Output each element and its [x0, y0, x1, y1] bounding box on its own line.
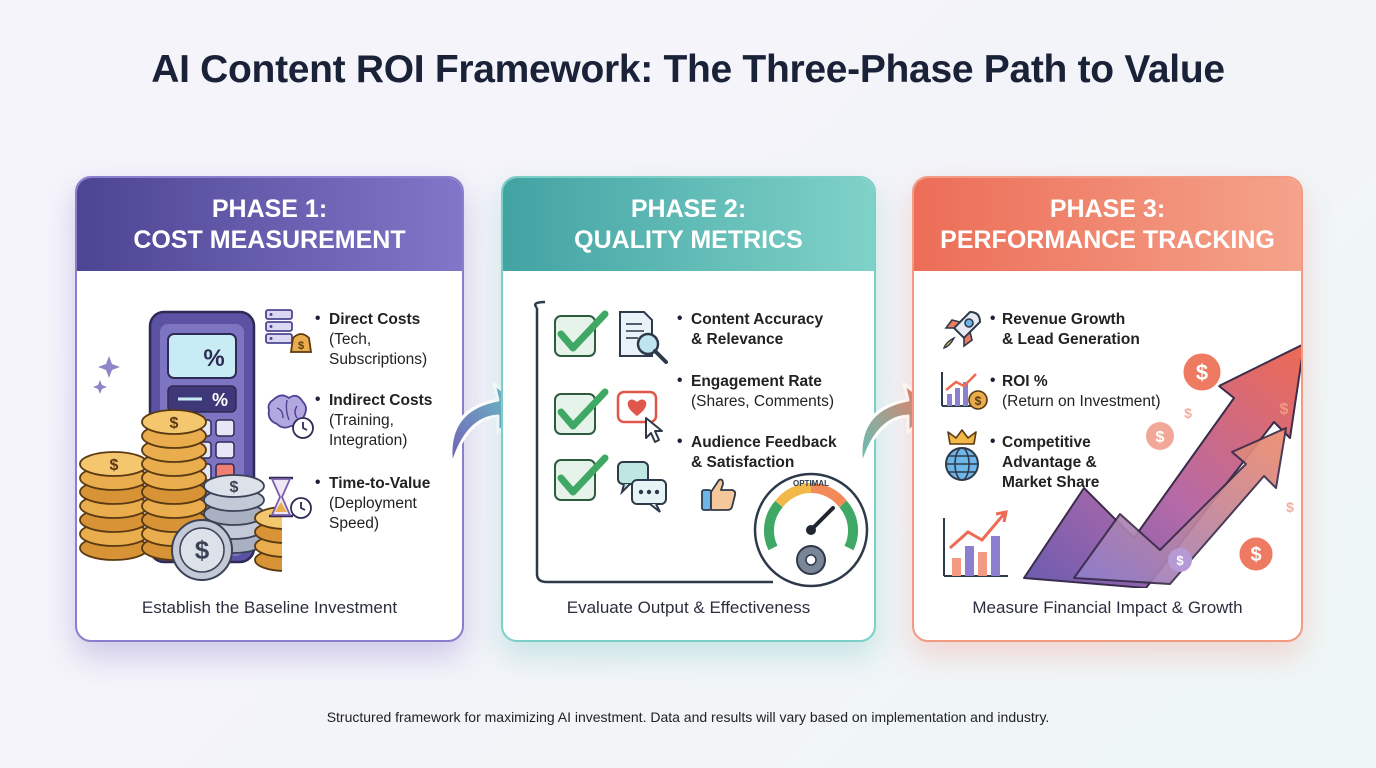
server-money-icon: $ — [265, 309, 313, 353]
svg-text:$: $ — [1280, 401, 1289, 418]
phase-1-label: PHASE 1: — [211, 194, 328, 223]
hourglass-icon — [269, 476, 312, 519]
phase-1-footer: Establish the Baseline Investment — [141, 598, 398, 617]
svg-text:$: $ — [1196, 360, 1208, 385]
document-search-icon — [619, 311, 668, 364]
calculator-key-percent: % — [212, 390, 228, 410]
phase-2-header: PHASE 2: QUALITY METRICS — [503, 178, 874, 271]
svg-text:$: $ — [1250, 544, 1261, 566]
phase-3-footer: Measure Financial Impact & Growth — [972, 598, 1243, 617]
svg-text:$: $ — [110, 457, 119, 474]
competitive-advantage-item: Competitive Advantage & Market Share — [1002, 434, 1100, 491]
roi-item: ROI % (Return on Investment) — [1002, 373, 1161, 410]
svg-text:$: $ — [170, 415, 179, 432]
calculator-coins-illustration: % % $ — [79, 310, 282, 581]
chart-coin-icon: $ — [941, 372, 988, 410]
phase-1-header: PHASE 1: COST MEASUREMENT — [77, 178, 462, 271]
calculator-display-percent: % — [203, 345, 224, 372]
brain-clock-icon — [267, 394, 314, 439]
globe-crown-icon — [945, 429, 979, 481]
footnote: Structured framework for maximizing AI i… — [326, 709, 1050, 725]
chat-bubbles-icon — [617, 461, 667, 513]
phase-2-label: PHASE 2: — [630, 194, 747, 223]
engagement-rate-item: Engagement Rate (Shares, Comments) — [691, 373, 834, 410]
svg-text:$: $ — [1286, 499, 1294, 515]
phase-2-footer: Evaluate Output & Effectiveness — [566, 598, 811, 617]
heart-cursor-icon — [616, 390, 663, 443]
phase-3-card: PHASE 3: PERFORMANCE TRACKING $ $ $ — [912, 176, 1303, 642]
phase-2-card: PHASE 2: QUALITY METRICS OPTIMAL — [501, 176, 876, 642]
gauge-label: OPTIMAL — [793, 479, 829, 488]
growth-arrows-illustration: $ $ $ $ $ $ $ — [943, 344, 1301, 588]
phase-3-header: PHASE 3: PERFORMANCE TRACKING — [914, 178, 1301, 271]
phase-3-label: PHASE 3: — [1049, 194, 1166, 223]
time-to-value-item: Time-to-Value (Deployment Speed) — [329, 475, 431, 532]
indirect-costs-item: Indirect Costs (Training, Integration) — [329, 392, 433, 449]
checklist-illustration: OPTIMAL — [534, 300, 869, 588]
phase-2-title: QUALITY METRICS — [574, 225, 803, 254]
page-title: AI Content ROI Framework: The Three-Phas… — [151, 48, 1225, 91]
svg-text:$: $ — [975, 394, 982, 408]
phase-1-card: PHASE 1: COST MEASUREMENT % % — [75, 176, 464, 642]
direct-costs-item: Direct Costs (Tech, Subscriptions) — [329, 311, 428, 368]
revenue-growth-item: Revenue Growth & Lead Generation — [1002, 311, 1140, 348]
svg-text:$: $ — [1156, 429, 1165, 446]
content-accuracy-item: Content Accuracy & Relevance — [691, 311, 824, 348]
audience-feedback-item: Audience Feedback & Satisfaction — [691, 434, 837, 471]
svg-text:$: $ — [1184, 405, 1192, 421]
svg-text:$: $ — [1176, 553, 1184, 568]
phase-3-title: PERFORMANCE TRACKING — [940, 225, 1275, 254]
rocket-icon — [942, 310, 982, 350]
svg-text:$: $ — [230, 479, 239, 496]
phase-1-title: COST MEASUREMENT — [133, 225, 406, 254]
svg-text:$: $ — [195, 535, 210, 565]
thumbs-up-icon — [701, 478, 737, 511]
svg-text:$: $ — [298, 340, 304, 352]
